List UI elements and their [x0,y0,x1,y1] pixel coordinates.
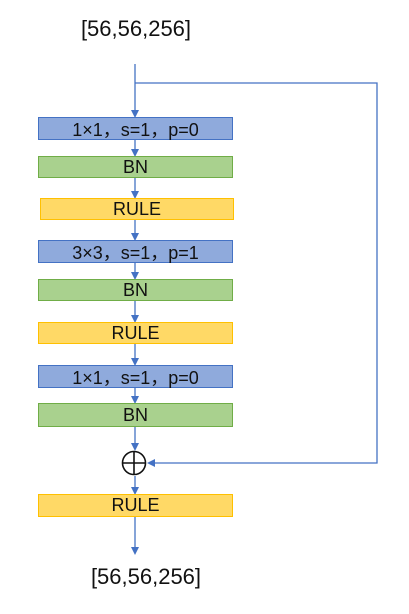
bn1-block: BN [38,156,233,178]
output-shape-label: [56,56,256] [90,564,202,589]
conv1-block: 1×1，s=1，p=0 [38,117,233,140]
rule2-block: RULE [38,322,233,344]
bn3-block: BN [38,403,233,427]
rule1-block: RULE [40,198,234,220]
bn2-block: BN [38,279,233,301]
skip-connection [135,82,378,467]
circled-plus-icon [121,450,147,476]
input-shape-label: [56,56,256] [80,16,192,41]
conv2-block: 3×3，s=1，p=1 [38,240,233,263]
rule-out-block: RULE [38,494,233,517]
conv3-block: 1×1，s=1，p=0 [38,365,233,388]
